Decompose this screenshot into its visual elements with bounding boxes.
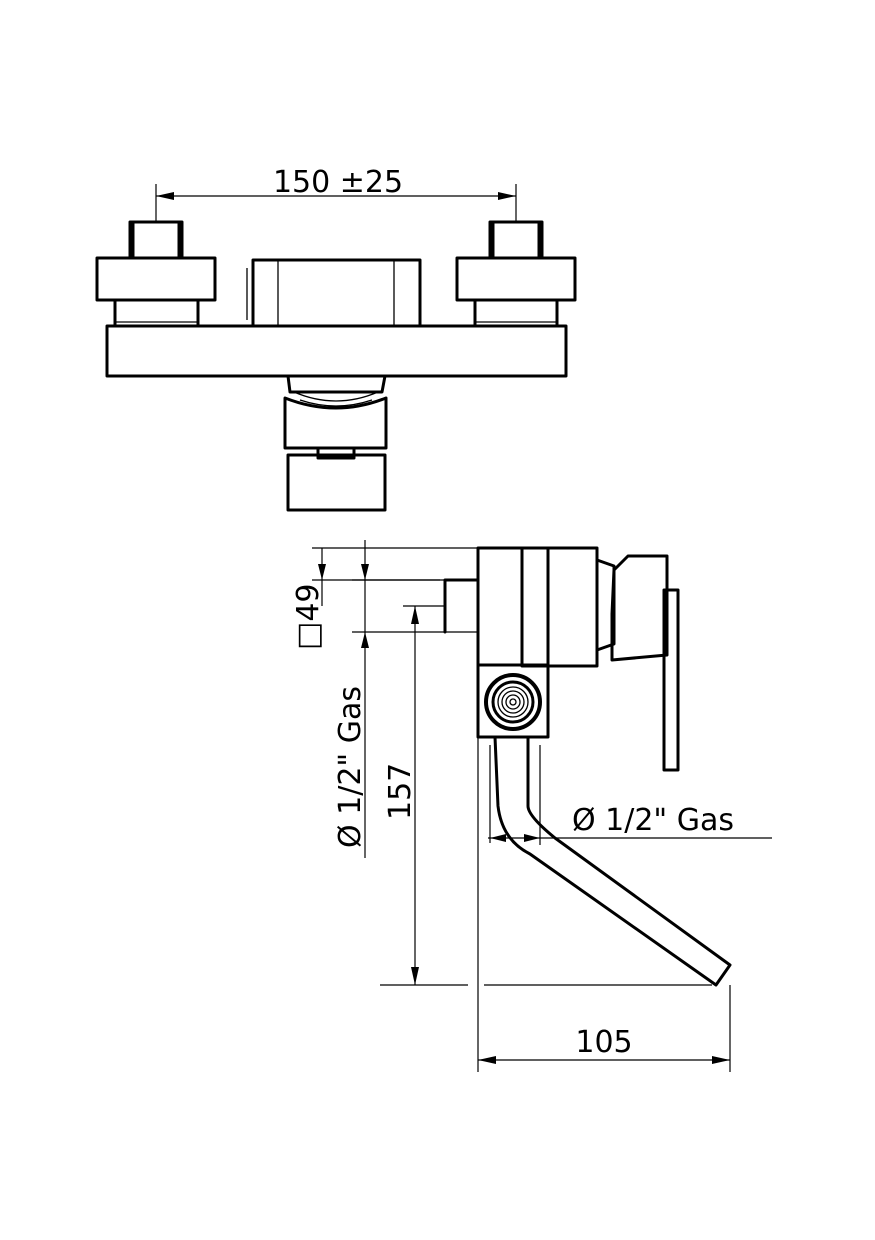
left-inlet-nipple (128, 220, 184, 260)
spout (493, 735, 732, 987)
spout-head (283, 396, 388, 450)
label-inlet-thread: Ø 1/2" Gas (333, 686, 368, 848)
label-height: 157 (383, 763, 418, 820)
cartridge-cap (595, 558, 616, 652)
label-inlet-spacing: 150 ±25 (273, 165, 403, 200)
dimension-labels: 150 ±25 □49 Ø 1/2" Gas 157 Ø 1/2" Gas 10… (273, 165, 734, 1060)
inlet-pipe (443, 578, 480, 634)
cartridge-housing (251, 258, 422, 328)
label-body-square: □49 (291, 583, 326, 650)
front-view (95, 220, 577, 512)
mounting-plate (476, 546, 550, 667)
spout-tab (316, 446, 356, 460)
label-outlet-thread: Ø 1/2" Gas (572, 803, 734, 838)
mixer-body-bar (105, 324, 568, 378)
side-view (440, 546, 732, 987)
cartridge-body (520, 546, 599, 668)
aerator-outer-ring (484, 673, 542, 731)
outlet-block (476, 663, 550, 739)
right-inlet-nipple (488, 220, 544, 260)
handle (610, 554, 669, 662)
spout-connector (286, 374, 387, 394)
label-spout-projection: 105 (575, 1025, 632, 1060)
right-eccentric-nut (455, 256, 577, 302)
lever-block (286, 453, 387, 512)
dimension-lines (155, 184, 772, 1072)
left-eccentric-nut (95, 256, 217, 302)
lever (662, 588, 680, 772)
aerator-ring (491, 680, 535, 724)
